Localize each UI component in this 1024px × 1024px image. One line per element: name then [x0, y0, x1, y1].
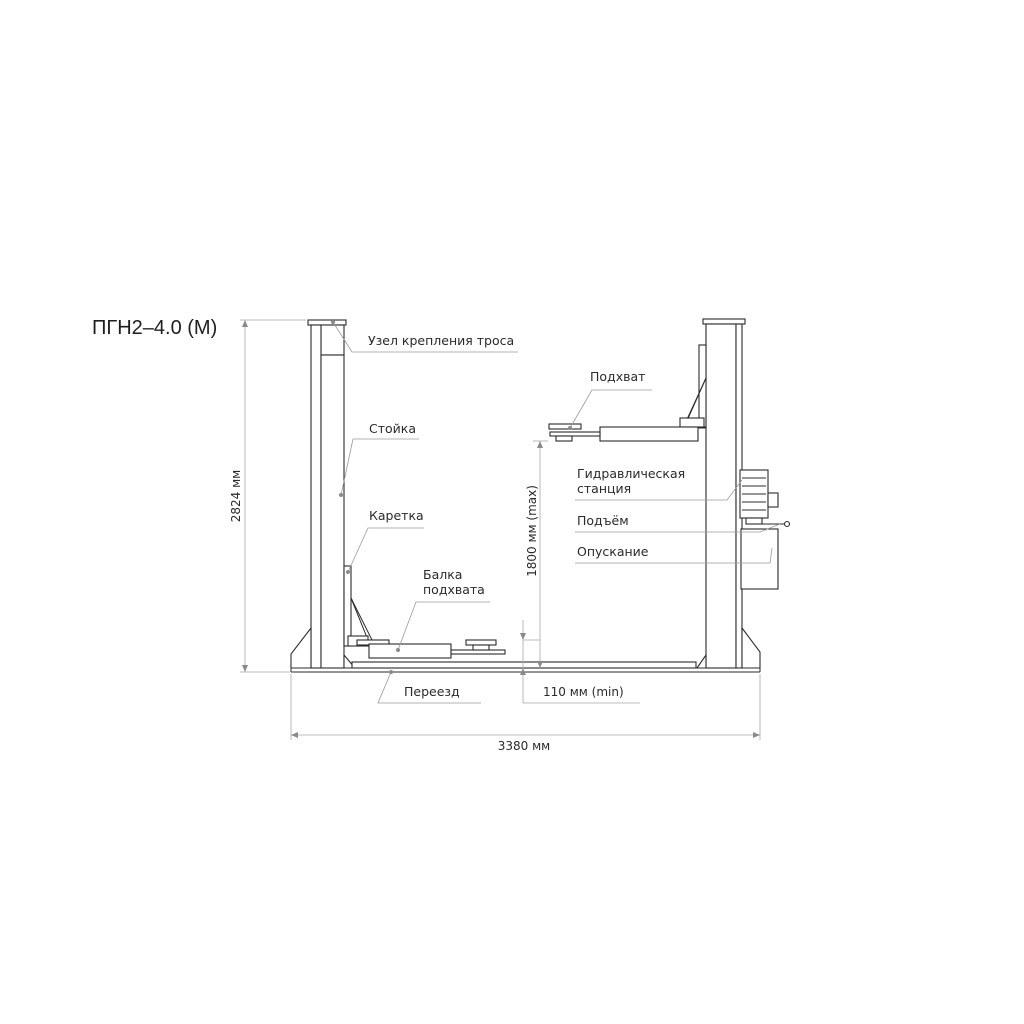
label-lower: Опускание: [577, 544, 649, 559]
left-carriage: [343, 565, 373, 647]
dimension-width: 3380 мм: [498, 739, 550, 753]
right-carriage: [682, 344, 707, 429]
lowered-lift-arm: [347, 635, 506, 659]
drive-over-ramp: [290, 661, 761, 673]
label-carriage: Каретка: [369, 508, 424, 523]
label-beam-line2: подхвата: [423, 582, 485, 597]
leader-lines: [331, 320, 781, 704]
label-beam-line1: Балка: [423, 567, 462, 582]
label-post: Стойка: [369, 421, 416, 436]
label-hydraulic-line1: Гидравлическая: [577, 466, 685, 481]
label-cable-mount: Узел крепления троса: [368, 333, 514, 348]
page-title: ПГН2–4.0 (М): [92, 317, 218, 339]
left-post: [290, 319, 357, 669]
dimension-height: 2824 мм: [229, 470, 243, 522]
dimension-lift-max: 1800 мм (max): [525, 485, 539, 577]
dimension-lines: [240, 319, 761, 740]
dimension-lift-min: 110 мм (min): [543, 685, 624, 699]
label-hydraulic-line2: станция: [577, 481, 631, 496]
label-pickup: Подхват: [590, 369, 645, 384]
raised-lift-arm: [548, 417, 705, 442]
right-post: [695, 318, 761, 669]
label-raise: Подъём: [577, 513, 629, 528]
hydraulic-station: [739, 469, 791, 590]
label-ramp: Переезд: [404, 684, 460, 699]
